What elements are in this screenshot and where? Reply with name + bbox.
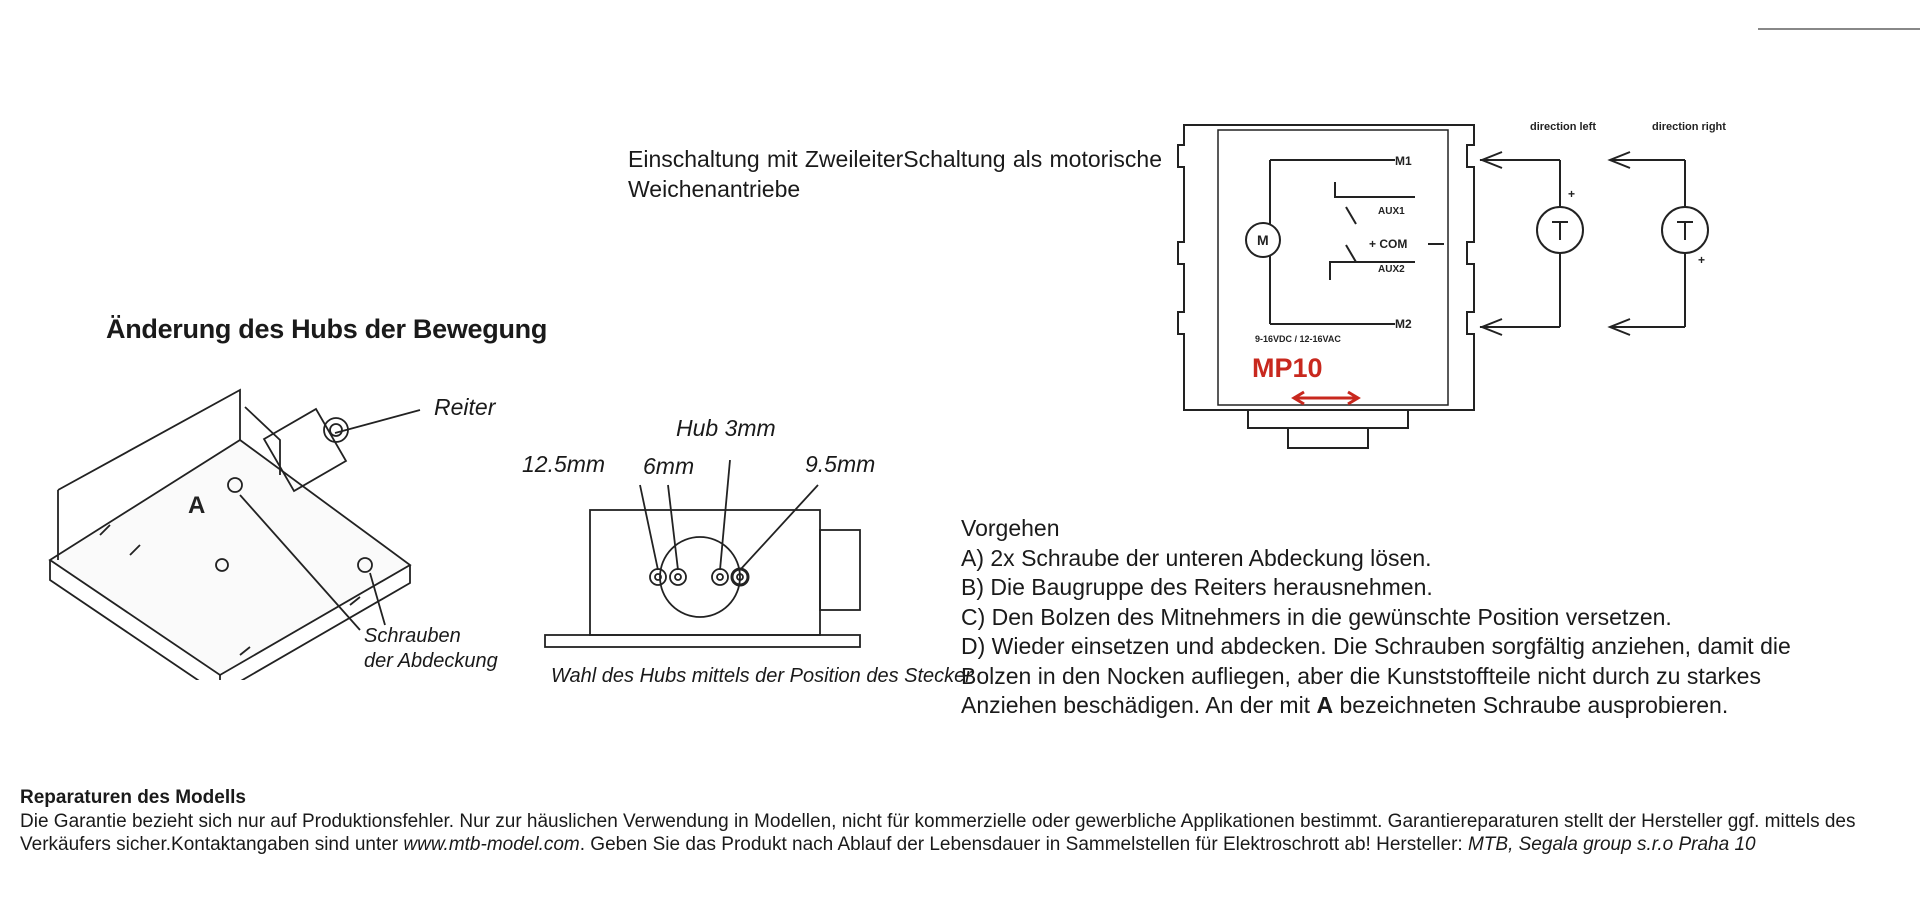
figure-caption: Wahl des Hubs mittels der Position des S… (551, 665, 972, 687)
manufacturer-name: MTB, Segala group s.r.o Praha 10 (1467, 834, 1756, 855)
procedure-steps: Vorgehen A) 2x Schraube der unteren Abde… (961, 514, 1901, 721)
direction-right-label: direction right (1652, 121, 1726, 133)
repair-section: Reparaturen des Modells Die Garantie bez… (20, 786, 1910, 857)
label-a: A (188, 492, 205, 519)
top-rule (1758, 28, 1920, 30)
terminal-m2: M2 (1395, 317, 1412, 331)
mount-plug (1287, 427, 1369, 449)
stroke-figure (544, 460, 861, 648)
screw-center (215, 558, 229, 572)
wiring-diagram: M1 AUX1 + COM AUX2 M2 M 9-16VDC / 12-16V… (1177, 121, 1726, 449)
label-9-5mm: 9.5mm (805, 451, 876, 477)
step-d-line-3: Anziehen beschädigen. An der mit A bezei… (961, 692, 1729, 718)
housing-outline (1177, 124, 1475, 411)
direction-left-label: direction left (1530, 121, 1596, 133)
manufacturer-url[interactable]: www.mtb-model.com (403, 834, 580, 855)
module-figure: A (48, 388, 421, 680)
reiter-block (262, 407, 348, 493)
pin-3 (711, 568, 729, 586)
motor-symbol (1245, 222, 1281, 258)
pin-6 (669, 568, 687, 586)
plus-right: + (1698, 253, 1705, 267)
label-screws-2: der Abdeckung (364, 650, 498, 672)
label-12-5mm: 12.5mm (522, 451, 606, 477)
drive-cam (659, 536, 741, 618)
terminal-m1: M1 (1395, 154, 1412, 168)
label-6mm: 6mm (643, 453, 695, 479)
step-a: A) 2x Schraube der unteren Abdeckung lös… (961, 544, 1432, 571)
terminal-com: + COM (1369, 237, 1407, 251)
terminal-aux1: AUX1 (1378, 206, 1405, 217)
repair-title: Reparaturen des Modells (20, 787, 246, 808)
mount-bracket (1247, 409, 1409, 429)
screw-b (357, 557, 373, 573)
motor-label: M (1257, 232, 1269, 248)
step-c: C) Den Bolzen des Mitnehmers in die gewü… (961, 603, 1672, 630)
label-hub-3mm: Hub 3mm (676, 415, 776, 441)
repair-text: Die Garantie bezieht sich nur auf Produk… (20, 810, 1856, 856)
step-d-line-2: Bolzen in den Nocken aufliegen, aber die… (961, 662, 1761, 689)
plus-left: + (1568, 187, 1575, 201)
label-reiter: Reiter (434, 394, 496, 420)
label-screws-1: Schrauben (364, 625, 461, 647)
step-b: B) Die Baugruppe des Reiters herausnehme… (961, 574, 1433, 600)
direction-arrow (1291, 390, 1361, 406)
screw-a (227, 477, 243, 493)
voltage-label: 9-16VDC / 12-16VAC (1255, 334, 1341, 344)
steps-title: Vorgehen (961, 515, 1060, 541)
terminal-aux2: AUX2 (1378, 264, 1405, 275)
pin-125 (649, 568, 667, 586)
step-d-line-1: D) Wieder einsetzen und abdecken. Die Sc… (961, 633, 1791, 659)
housing-inner (1217, 129, 1449, 406)
model-label: MP10 (1252, 353, 1323, 383)
intro-text: Einschaltung mit ZweileiterSchaltung als… (628, 146, 1162, 202)
section-heading: Änderung des Hubs der Bewegung (106, 314, 548, 344)
